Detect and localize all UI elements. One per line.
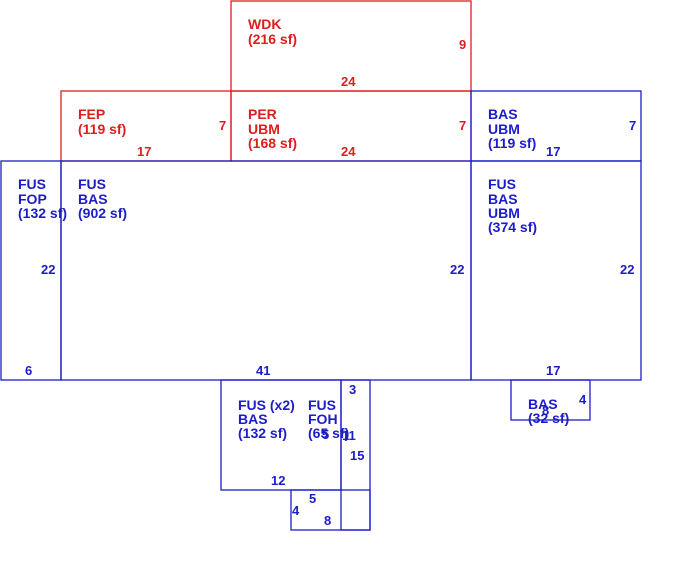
wdk-dim-right: 9 <box>459 37 466 52</box>
wdk-area-sf: (216 sf) <box>248 31 297 47</box>
fep-dim-right: 7 <box>219 118 226 133</box>
fus-bas-ubm-right-label: FUS <box>488 176 516 192</box>
fus-bas-ubm-right-sublabel: BAS <box>488 191 518 207</box>
fus-foh-label: FUS <box>308 397 336 413</box>
fus-bas-ubm-right-sublabel-2: UBM <box>488 205 520 221</box>
fep-area-sf: (119 sf) <box>78 121 126 137</box>
fus-foh-dim-15: 15 <box>350 448 364 463</box>
fus-bas-main-sublabel: BAS <box>78 191 108 207</box>
fus-bas-ubm-right-dim-right: 22 <box>620 262 634 277</box>
bas-ubm-top-area-sf: (119 sf) <box>488 135 536 151</box>
fep-label: FEP <box>78 106 105 122</box>
fus-x2-bas-sublabel: BAS <box>238 411 268 427</box>
fus-x2-bas-dim-bottom: 12 <box>271 473 285 488</box>
fus-foh-lower-area <box>290 489 371 531</box>
per-sublabel: UBM <box>248 121 280 137</box>
fus-fop-label: FUS <box>18 176 46 192</box>
per-dim-right: 7 <box>459 118 466 133</box>
fus-fop-dim-right: 22 <box>41 262 55 277</box>
fus-foh-dim-4: 4 <box>292 503 300 518</box>
bas-ubm-top-sublabel: UBM <box>488 121 520 137</box>
fus-foh-dim-5: 5 <box>309 491 316 506</box>
bas-small-label: BAS <box>528 396 558 412</box>
fus-bas-ubm-right-area-sf: (374 sf) <box>488 219 537 235</box>
bas-ubm-top-dim-right: 7 <box>629 118 636 133</box>
fus-foh-sublabel: FOH <box>308 411 338 427</box>
fus-foh-dim-8: 8 <box>324 513 331 528</box>
fep-dim-bottom: 17 <box>137 144 151 159</box>
bas-ubm-top-dim-bottom: 17 <box>546 144 560 159</box>
fus-foh-dim-3: 3 <box>349 382 356 397</box>
fus-bas-main-dim-bottom: 41 <box>256 363 270 378</box>
fus-bas-main-area <box>60 160 472 381</box>
fus-fop-area-sf: (132 sf) <box>18 205 67 221</box>
bas-ubm-top-label: BAS <box>488 106 518 122</box>
bas-small-area <box>510 379 591 421</box>
fus-foh-dim-5-inner: 5 <box>322 427 329 442</box>
fus-foh-area-sf: (65 sf) <box>308 425 349 441</box>
fus-bas-main-label: FUS <box>78 176 106 192</box>
fus-foh-dim-11: 11 <box>342 428 356 443</box>
fus-bas-main-dim-right: 22 <box>450 262 464 277</box>
per-label: PER <box>248 106 277 122</box>
fus-bas-main-area-sf: (902 sf) <box>78 205 127 221</box>
wdk-label: WDK <box>248 16 281 32</box>
bas-small-dim-right: 4 <box>579 392 587 407</box>
fus-fop-dim-bottom: 6 <box>25 363 32 378</box>
per-dim-bottom: 24 <box>341 144 356 159</box>
bas-small-dim-inner: 8 <box>542 403 549 418</box>
bas-small-area-sf: (32 sf) <box>528 410 569 426</box>
fus-x2-bas-label: FUS (x2) <box>238 397 295 413</box>
per-area-sf: (168 sf) <box>248 135 297 151</box>
fus-bas-ubm-right-dim-bottom: 17 <box>546 363 560 378</box>
fus-x2-bas-area-sf: (132 sf) <box>238 425 287 441</box>
fus-fop-sublabel: FOP <box>18 191 47 207</box>
wdk-dim-bottom: 24 <box>341 74 356 89</box>
